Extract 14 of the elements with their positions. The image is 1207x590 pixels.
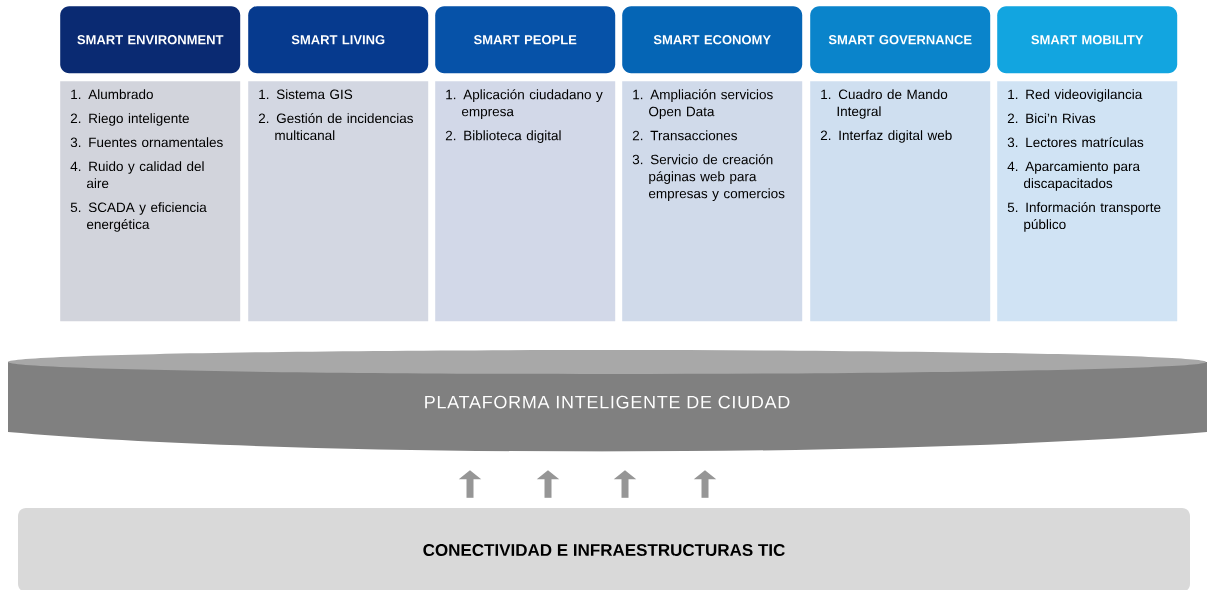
item-list-box: 1. Red videovigilancia 2. Bici’n Rivas 3. Lectores matrículas 4. Aparcamiento para discapacitados 5. Información transporte público — [997, 81, 1178, 322]
platform-band: PLATAFORMA INTELIGENTE DE CIUDAD — [8, 350, 1207, 452]
category-header: SMART PEOPLE — [435, 6, 616, 74]
category-header: SMART ECONOMY — [622, 6, 803, 74]
item-list-box: 1. Sistema GIS 2. Gestión de incidencias multicanal — [248, 81, 429, 322]
item-list-box: 1. Cuadro de Mando Integral 2. Interfaz digital web — [810, 81, 991, 322]
item-list-box: 1. Aplicación ciudadano y empresa 2. Biblioteca digital — [435, 81, 616, 322]
item-list-box: 1. Ampliación servicios Open Data 2. Transacciones 3. Servicio de creación páginas web para empresas y comercios — [622, 81, 803, 322]
item-list-box: 1. Alumbrado 2. Riego inteligente 3. Fuentes ornamentales 4. Ruido y calidad del aire 5. SCADA y eficiencia energética — [60, 81, 241, 322]
category-header: SMART MOBILITY — [997, 6, 1178, 74]
category-header: SMART LIVING — [248, 6, 429, 74]
infrastructure-bar: CONECTIVIDAD E INFRAESTRUCTURAS TIC — [18, 508, 1190, 590]
category-header: SMART GOVERNANCE — [810, 6, 991, 74]
category-header: SMART ENVIRONMENT — [60, 6, 241, 74]
